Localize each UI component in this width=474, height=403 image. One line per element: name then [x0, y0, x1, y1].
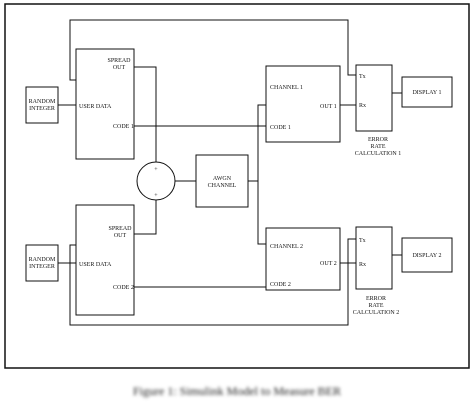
random-integer-block-1: [25, 86, 59, 124]
err2-tx-label: Tx: [359, 238, 366, 244]
channel1-block: [265, 65, 341, 143]
user-data-block-1: [75, 48, 135, 160]
user-data-label-2: USER DATA: [79, 262, 112, 268]
error-rate-block-2: [355, 226, 393, 290]
out2-label: OUT 2: [320, 261, 337, 267]
awgn-channel-block: [195, 154, 249, 208]
channel2-block: [265, 227, 341, 291]
user-data-block-2: [75, 204, 135, 316]
code1-tx-label: CODE 1: [113, 124, 134, 130]
sum-plus-bottom: +: [154, 193, 158, 199]
code2-tx-label: CODE 2: [113, 285, 134, 291]
code1-rx-label: CODE 1: [270, 125, 291, 131]
sum-block: [136, 161, 176, 201]
out1-label: OUT 1: [320, 104, 337, 110]
figure-caption: Figure 1: Simulink Model to Measure BER: [133, 384, 341, 398]
random-integer-block-2: [25, 244, 59, 282]
err2-rx-label: Rx: [359, 262, 366, 268]
display1-block: [401, 76, 453, 108]
sum-plus-top: +: [154, 167, 158, 173]
user-data-label-1: USER DATA: [79, 104, 112, 110]
err1-tx-label: Tx: [359, 74, 366, 80]
display1-label: DISPLAY 1: [412, 90, 441, 96]
connection-wires: [58, 19, 402, 326]
err1-rx-label: Rx: [359, 103, 366, 109]
channel2-label: CHANNEL 2: [270, 244, 303, 250]
channel1-label: CHANNEL 1: [270, 85, 303, 91]
error-rate-block-1: [355, 64, 393, 132]
code2-rx-label: CODE 2: [270, 282, 291, 288]
display2-label: DISPLAY 2: [412, 253, 441, 259]
display2-block: [401, 237, 453, 273]
